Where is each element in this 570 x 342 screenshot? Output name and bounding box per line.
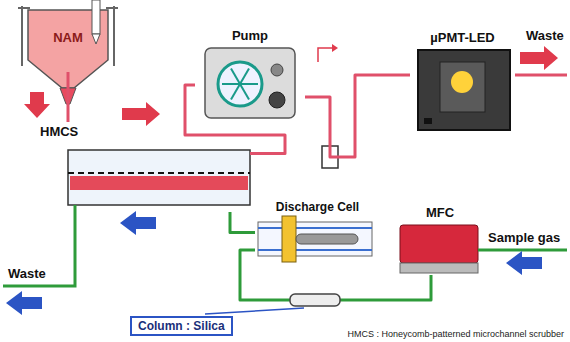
tube-connector xyxy=(230,212,255,233)
mfc-base xyxy=(400,263,478,273)
pump-spokes xyxy=(222,68,258,99)
hmcs-membrane xyxy=(68,172,250,174)
waste-tube xyxy=(515,74,567,77)
flow-arrow-red xyxy=(520,46,558,70)
pump-knob xyxy=(269,92,285,108)
flow-pointer xyxy=(318,48,332,62)
tube-line xyxy=(185,85,285,154)
hmcs-plate xyxy=(68,150,250,205)
detector-switch xyxy=(424,118,432,124)
pump-spoke xyxy=(240,68,249,84)
node-label: Discharge Cell xyxy=(255,200,380,214)
tube-line xyxy=(305,75,410,157)
discharge-electrode-line xyxy=(258,228,372,250)
column-label-box: Column : Silica xyxy=(130,316,233,336)
discharge-electrode xyxy=(296,234,358,244)
detector-window xyxy=(440,62,485,112)
node-label: Pump xyxy=(195,28,305,43)
mfc-body xyxy=(400,225,478,263)
node-label: HMCS xyxy=(40,124,250,139)
tube-connector xyxy=(305,75,410,157)
flow-arrow-red xyxy=(24,92,50,118)
pump-spoke xyxy=(222,83,240,85)
node-label: µPMT-LED xyxy=(410,30,515,45)
caption-note: HMCS : Honeycomb-patterned microchannel … xyxy=(347,329,564,339)
tube-line xyxy=(67,72,70,122)
pump-spoke xyxy=(231,68,240,84)
hmcs-liquid-channel xyxy=(70,176,248,190)
tube-connector xyxy=(185,85,285,154)
pump-spoke xyxy=(240,83,258,85)
node-label: MFC xyxy=(395,205,485,220)
pump-box: Pump xyxy=(195,28,305,120)
led-glow xyxy=(451,71,473,93)
tube-line xyxy=(230,212,255,233)
waste-gas-line xyxy=(3,205,75,286)
pipette xyxy=(92,0,100,34)
silica-column xyxy=(290,294,340,306)
pipette-tip xyxy=(92,34,100,44)
node-label: Column : Silica xyxy=(138,319,225,333)
detector-housing xyxy=(418,50,510,130)
pump-knob xyxy=(271,64,283,76)
waste-label: Waste xyxy=(8,266,46,281)
pump-spoke xyxy=(240,84,249,100)
pump-spoke xyxy=(231,84,240,100)
discharge-flange xyxy=(282,216,296,262)
discharge-tube xyxy=(258,222,372,256)
pump-body xyxy=(205,48,295,118)
sample-gas-line xyxy=(478,249,567,252)
tube-connector xyxy=(68,72,69,122)
reagent-bottle: NAM xyxy=(35,16,101,72)
pump-rotor xyxy=(218,62,262,106)
flow-arrow-blue xyxy=(120,211,156,235)
tube-connector xyxy=(240,250,431,300)
tube-line xyxy=(240,250,431,300)
scrubber-box: HMCS xyxy=(40,122,250,212)
detector-box: µPMT-LED xyxy=(410,30,515,132)
node-label: NAM xyxy=(35,30,101,45)
gas-inlet-label: Sample gas xyxy=(488,230,560,245)
flow-pointer-head xyxy=(332,44,338,52)
column-leader xyxy=(205,308,304,314)
discharge-cell-box: Discharge Cell xyxy=(255,200,380,265)
mfc-box: MFC xyxy=(395,205,485,275)
flow-arrow-blue xyxy=(506,251,542,275)
flow-arrow-blue xyxy=(6,291,42,315)
waste-label: Waste xyxy=(526,28,564,43)
flow-arrow-red xyxy=(122,102,160,126)
